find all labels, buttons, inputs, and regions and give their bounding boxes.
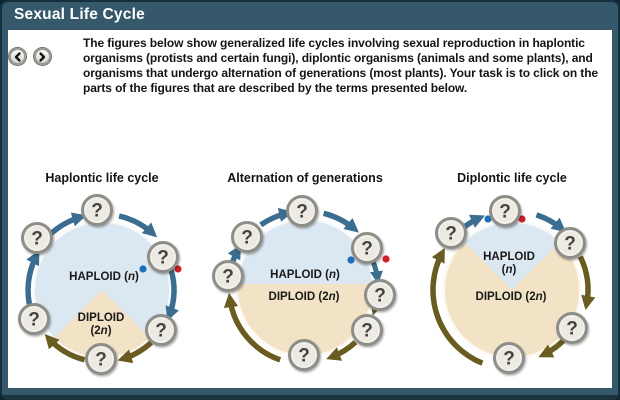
svg-text:?: ? xyxy=(503,349,515,370)
haploid-arrow-upperleft[interactable] xyxy=(259,207,294,228)
diploid-arrow-right[interactable] xyxy=(577,255,596,311)
bottom-frame-edge xyxy=(0,395,620,400)
haploid-region[interactable] xyxy=(238,220,372,284)
svg-text:?: ? xyxy=(222,267,234,288)
haploid-arrow-upperright[interactable] xyxy=(322,210,359,233)
question-marker[interactable]: ? xyxy=(435,217,467,249)
prev-button[interactable] xyxy=(9,48,26,65)
question-marker[interactable]: ? xyxy=(21,222,53,254)
svg-text:?: ? xyxy=(374,286,386,307)
svg-text:?: ? xyxy=(566,319,578,340)
diagram-title-diplontic: Diplontic life cycle xyxy=(457,171,567,185)
svg-text:?: ? xyxy=(155,321,167,342)
red-gamete-dot[interactable] xyxy=(382,255,390,263)
svg-text:?: ? xyxy=(445,224,457,245)
question-marker[interactable]: ? xyxy=(554,227,586,259)
diploid-arrow-left[interactable] xyxy=(430,247,484,366)
diploid-arrow-lowerleft[interactable] xyxy=(44,333,86,363)
question-marker[interactable]: ? xyxy=(145,314,177,346)
svg-text:?: ? xyxy=(361,321,373,342)
blue-gamete-dot[interactable] xyxy=(347,256,355,264)
blue-gamete-dot[interactable] xyxy=(139,265,147,273)
haploid-label: HAPLOID xyxy=(483,251,535,263)
diploid-region[interactable] xyxy=(54,290,150,358)
haploid-arrow-upperright[interactable] xyxy=(535,212,567,233)
haploid-arrow-right[interactable] xyxy=(370,261,383,285)
svg-text:?: ? xyxy=(361,239,373,260)
red-gamete-dot[interactable] xyxy=(174,265,182,273)
haploid-label-2: (n) xyxy=(502,264,517,276)
question-marker[interactable]: ? xyxy=(81,194,113,226)
chevron-right-icon xyxy=(39,51,46,62)
svg-text:?: ? xyxy=(296,202,308,223)
svg-text:?: ? xyxy=(241,228,253,249)
diploid-label: DIPLOID xyxy=(78,312,125,324)
haploid-label: HAPLOID (n) xyxy=(270,269,340,281)
question-marker[interactable]: ? xyxy=(147,241,179,273)
svg-text:?: ? xyxy=(31,229,43,250)
question-marker[interactable]: ? xyxy=(286,195,318,227)
red-gamete-dot[interactable] xyxy=(518,215,526,223)
diploid-label: DIPLOID (2n) xyxy=(269,291,340,303)
diploid-label: DIPLOID (2n) xyxy=(476,291,547,303)
question-marker[interactable]: ? xyxy=(351,314,383,346)
question-marker[interactable]: ? xyxy=(493,342,525,374)
instructions-text: The figures below show generalized life … xyxy=(83,36,598,95)
svg-text:?: ? xyxy=(564,234,576,255)
question-marker[interactable]: ? xyxy=(556,312,588,344)
haploid-region[interactable] xyxy=(464,222,560,290)
diploid-arrow-lowerleft[interactable] xyxy=(223,292,282,363)
chevron-left-icon xyxy=(14,51,21,62)
diploid-arrow-lowerright[interactable] xyxy=(326,340,358,361)
blue-gamete-dot[interactable] xyxy=(484,215,492,223)
diploid-label-2: (2n) xyxy=(90,325,111,337)
alternation-diagram: HAPLOID (n) DIPLOID (2n) ? ? ? ? ? ? ? xyxy=(212,195,396,371)
next-button[interactable] xyxy=(33,48,51,65)
question-marker[interactable]: ? xyxy=(212,260,244,292)
haploid-label: HAPLOID (n) xyxy=(69,271,139,283)
svg-text:?: ? xyxy=(28,310,40,331)
haplontic-diagram: HAPLOID (n) DIPLOID (2n) ? ? ? ? ? ? xyxy=(18,194,182,375)
question-marker[interactable]: ? xyxy=(231,221,263,253)
haploid-arrow-right[interactable] xyxy=(165,268,179,322)
page-title: Sexual Life Cycle xyxy=(14,6,145,23)
question-marker[interactable]: ? xyxy=(18,303,50,335)
svg-text:?: ? xyxy=(91,201,103,222)
diagram-title-haplontic: Haplontic life cycle xyxy=(45,171,159,185)
diplontic-diagram: HAPLOID (n) DIPLOID (2n) ? ? ? ? ? xyxy=(430,195,596,374)
diploid-arrow-lowerright[interactable] xyxy=(117,340,153,364)
question-marker[interactable]: ? xyxy=(351,232,383,264)
svg-text:?: ? xyxy=(499,202,511,223)
haploid-arrow-upperright[interactable] xyxy=(118,213,158,238)
diagram-title-alternation: Alternation of generations xyxy=(227,171,383,185)
svg-text:?: ? xyxy=(157,248,169,269)
svg-text:?: ? xyxy=(298,346,310,367)
svg-text:?: ? xyxy=(95,350,107,371)
question-marker[interactable]: ? xyxy=(85,343,117,375)
question-marker[interactable]: ? xyxy=(364,279,396,311)
question-marker[interactable]: ? xyxy=(489,195,521,227)
question-marker[interactable]: ? xyxy=(288,339,320,371)
